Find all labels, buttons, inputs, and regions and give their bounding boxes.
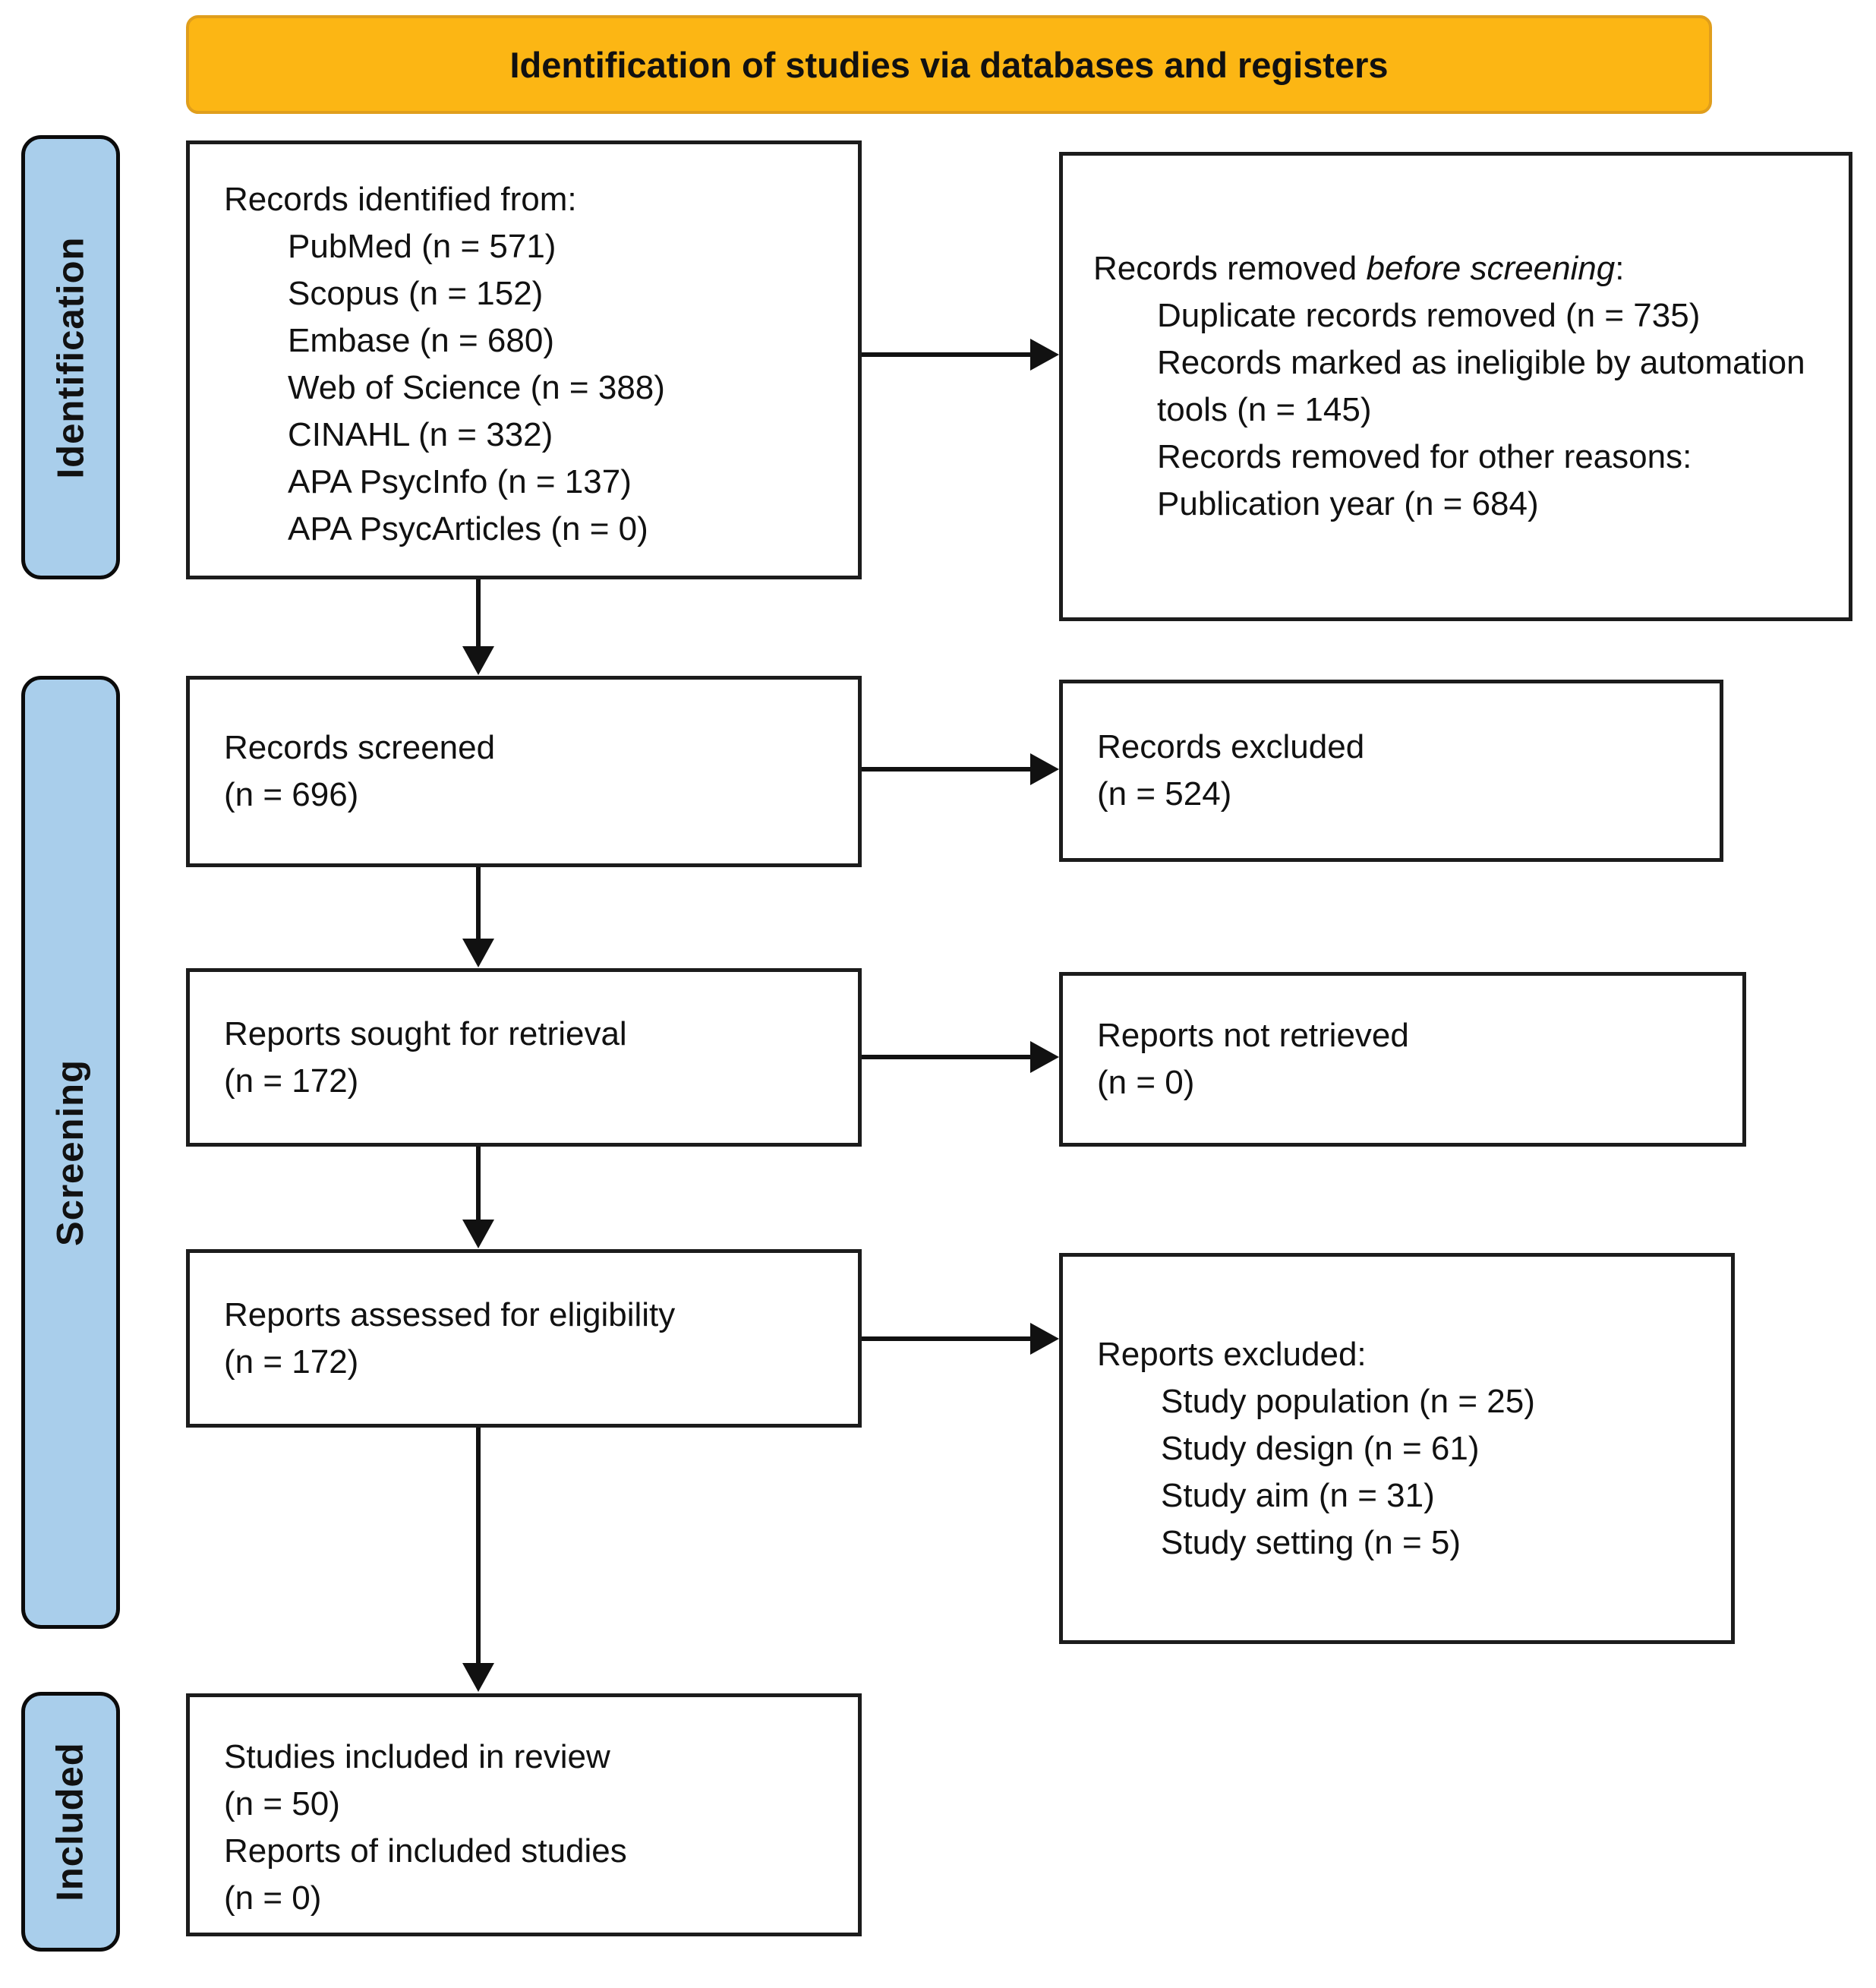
studies-included-line: Studies included in review: [224, 1738, 610, 1775]
title-banner: Identification of studies via databases …: [186, 15, 1712, 114]
records-identified-item: Scopus (n = 152): [288, 275, 544, 312]
box-records-excluded: Records excluded (n = 524): [1059, 680, 1723, 862]
records-identified-heading: Records identified from:: [224, 181, 577, 218]
records-screened-label: Records screened: [224, 729, 496, 766]
reports-excluded-item: Study setting (n = 5): [1161, 1523, 1461, 1561]
reports-excluded-item: Study population (n = 25): [1161, 1382, 1535, 1420]
records-identified-item: Web of Science (n = 388): [288, 369, 665, 406]
reports-not-retrieved-label: Reports not retrieved: [1097, 1017, 1409, 1054]
records-identified-item: APA PsycArticles (n = 0): [288, 510, 648, 547]
box-records-removed: Records removed before screening: Duplic…: [1059, 152, 1852, 621]
records-screened-count: (n = 696): [224, 776, 359, 813]
phase-label-screening-text: Screening: [50, 1059, 92, 1246]
reports-not-retrieved-count: (n = 0): [1097, 1064, 1195, 1101]
records-identified-item: PubMed (n = 571): [288, 228, 556, 265]
records-identified-item: CINAHL (n = 332): [288, 416, 553, 453]
records-removed-heading: Records removed before screening:: [1093, 250, 1625, 287]
reports-sought-count: (n = 172): [224, 1062, 359, 1100]
reports-excluded-item: Study design (n = 61): [1161, 1429, 1480, 1467]
phase-label-identification: Identification: [21, 135, 120, 579]
box-records-screened: Records screened (n = 696): [186, 676, 862, 867]
phase-label-identification-text: Identification: [50, 236, 92, 478]
records-removed-heading-italic: before screening: [1366, 250, 1616, 287]
box-reports-assessed: Reports assessed for eligibility (n = 17…: [186, 1249, 862, 1428]
records-excluded-count: (n = 524): [1097, 775, 1232, 813]
studies-included-line: Reports of included studies: [224, 1832, 627, 1870]
reports-sought-label: Reports sought for retrieval: [224, 1015, 627, 1052]
box-studies-included: Studies included in review (n = 50) Repo…: [186, 1693, 862, 1936]
box-records-identified: Records identified from: PubMed (n = 571…: [186, 140, 862, 579]
records-removed-item: Records removed for other reasons:: [1157, 438, 1692, 475]
reports-excluded-heading: Reports excluded:: [1097, 1335, 1367, 1373]
records-identified-item: APA PsycInfo (n = 137): [288, 463, 632, 500]
records-excluded-label: Records excluded: [1097, 728, 1365, 765]
records-removed-item: Duplicate records removed (n = 735): [1157, 297, 1701, 334]
studies-included-line: (n = 0): [224, 1879, 322, 1917]
title-banner-label: Identification of studies via databases …: [509, 44, 1389, 85]
box-reports-not-retrieved: Reports not retrieved (n = 0): [1059, 972, 1746, 1147]
phase-label-included-text: Included: [50, 1742, 91, 1901]
box-reports-sought: Reports sought for retrieval (n = 172): [186, 968, 862, 1147]
reports-assessed-label: Reports assessed for eligibility: [224, 1295, 676, 1333]
records-identified-item: Embase (n = 680): [288, 322, 554, 359]
studies-included-line: (n = 50): [224, 1785, 340, 1822]
reports-excluded-item: Study aim (n = 31): [1161, 1476, 1435, 1514]
phase-label-screening: Screening: [21, 676, 120, 1629]
phase-label-included: Included: [21, 1692, 120, 1952]
reports-assessed-count: (n = 172): [224, 1343, 359, 1381]
box-reports-excluded: Reports excluded: Study population (n = …: [1059, 1253, 1735, 1644]
records-removed-item: Records marked as ineligible by automati…: [1157, 344, 1805, 428]
records-removed-item: Publication year (n = 684): [1157, 485, 1539, 522]
